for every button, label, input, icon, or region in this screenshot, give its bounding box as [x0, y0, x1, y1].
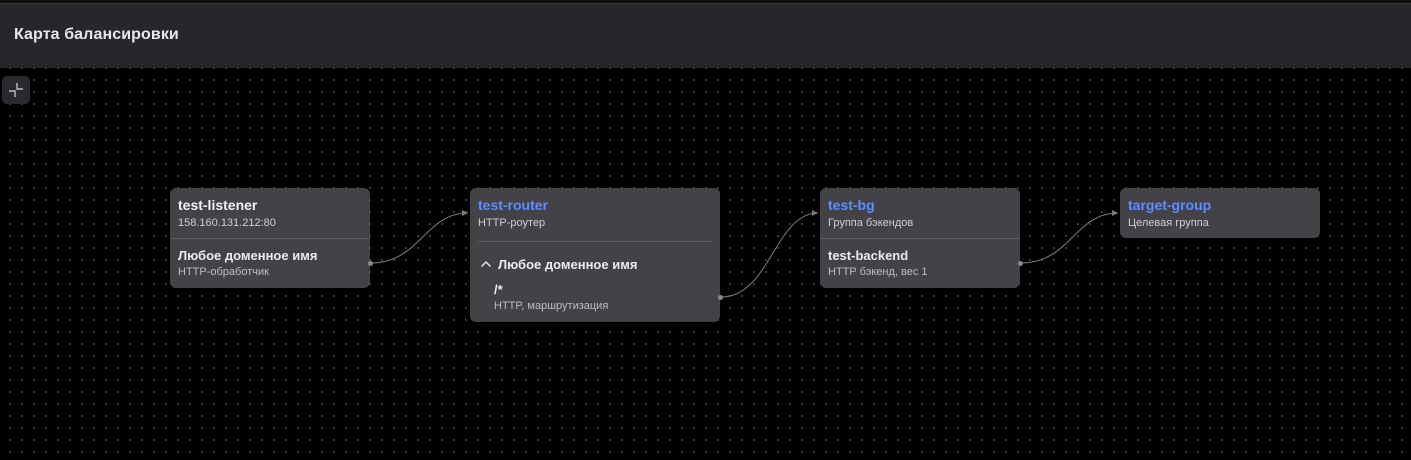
backend-group-node[interactable]: test-bg Группа бэкендов test-backend HTT…: [820, 188, 1020, 288]
listener-address: 158.160.131.212:80: [178, 217, 276, 229]
route-subtitle: HTTP, маршрутизация: [494, 300, 609, 312]
backend-group-type: Группа бэкендов: [828, 217, 914, 229]
listener-title: test-listener: [178, 197, 258, 213]
top-border: [0, 0, 1411, 4]
backend-title: test-backend: [828, 248, 909, 263]
virtual-host-title[interactable]: Любое доменное имя: [498, 257, 638, 272]
target-group-title-link[interactable]: target-group: [1128, 197, 1212, 213]
router-type: HTTP-роутер: [478, 217, 546, 229]
collapse-button[interactable]: [2, 76, 30, 104]
handler-title: Любое доменное имя: [178, 248, 318, 263]
collapse-icon: [9, 83, 23, 97]
router-node[interactable]: test-router HTTP-роутер Любое доменное и…: [470, 188, 720, 322]
backend-group-title-link[interactable]: test-bg: [828, 197, 875, 213]
page-title: Карта балансировки: [14, 26, 179, 43]
target-group-node[interactable]: target-group Целевая группа: [1120, 188, 1320, 238]
backend-output-port: [1018, 261, 1023, 266]
handler-subtitle: HTTP-обработчик: [178, 266, 269, 278]
chevron-up-icon[interactable]: [480, 259, 492, 269]
backend-subtitle: HTTP бэкенд, вес 1: [828, 266, 928, 278]
divider: [478, 241, 712, 242]
router-output-port: [718, 295, 723, 300]
router-title-link[interactable]: test-router: [478, 197, 549, 213]
page-header: Карта балансировки: [0, 4, 1411, 68]
listener-output-port: [368, 261, 373, 266]
divider: [170, 238, 370, 239]
listener-node[interactable]: test-listener 158.160.131.212:80 Любое д…: [170, 188, 370, 288]
route-path: /*: [494, 282, 503, 297]
target-group-type: Целевая группа: [1128, 217, 1209, 229]
divider: [820, 238, 1020, 239]
